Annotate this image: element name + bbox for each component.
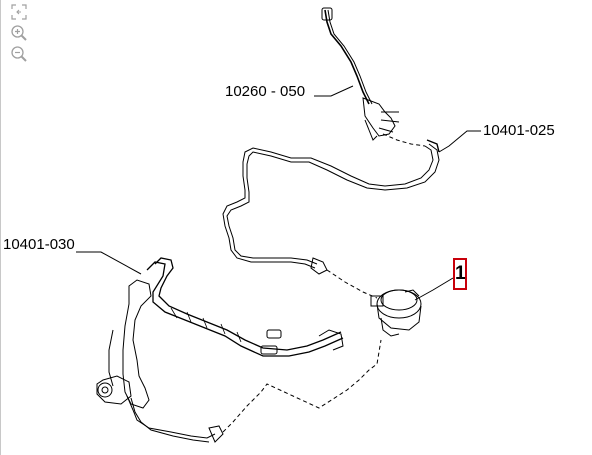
zoom-out-icon[interactable] [9, 44, 29, 64]
valve-part-1 [370, 289, 422, 337]
sensor-cable [321, 7, 400, 141]
callout-10401-030[interactable]: 10401-030 [3, 236, 75, 253]
zoom-in-icon[interactable] [9, 23, 29, 43]
fit-to-window-icon[interactable] [9, 2, 29, 22]
callout-10260-050[interactable]: 10260 - 050 [225, 83, 306, 100]
hose-10401-025 [222, 139, 440, 275]
viewer-toolbar [9, 2, 31, 65]
callout-part-1[interactable]: 1 [453, 258, 467, 290]
callout-10401-025[interactable]: 10401-025 [483, 122, 555, 139]
hose-10401-030 [96, 257, 344, 443]
